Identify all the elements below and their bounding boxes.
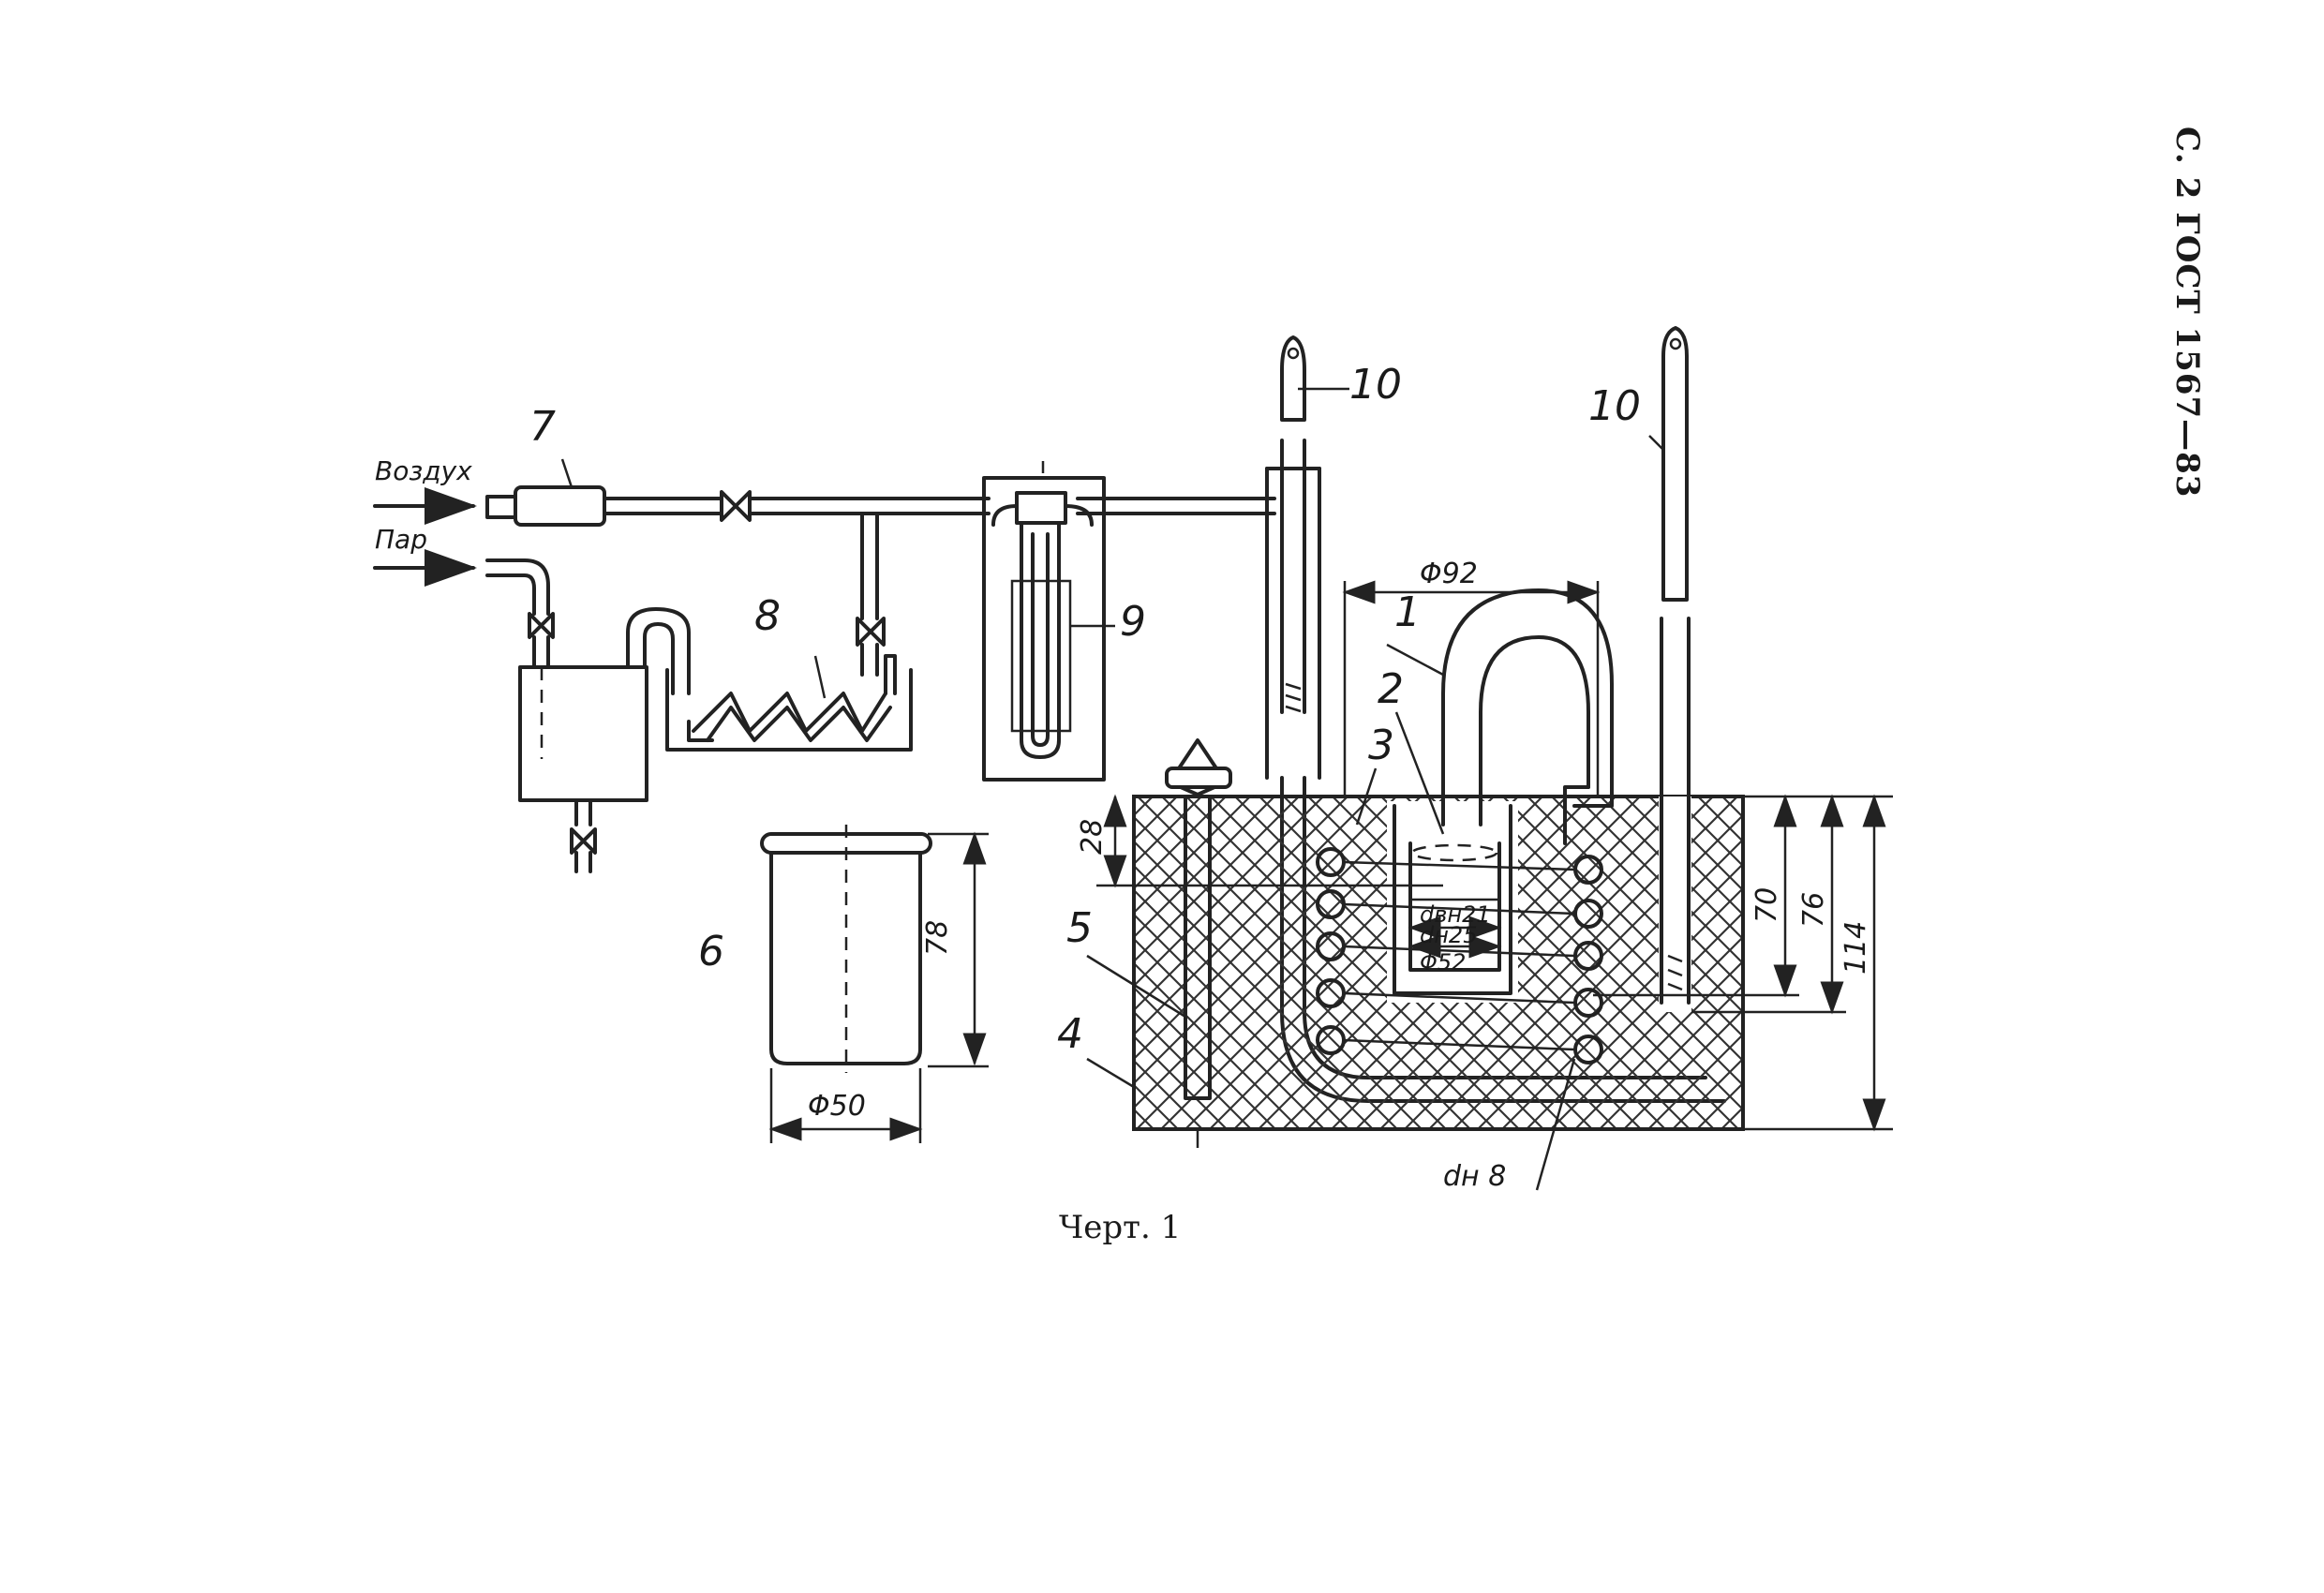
figure-caption: Черт. 1 [1059,1209,1182,1246]
thermometer-10-left [1265,335,1321,780]
label-3: 3 [1368,722,1394,769]
label-2: 2 [1378,665,1404,713]
beaker-6 [760,825,932,1073]
label-1: 1 [1394,588,1421,636]
dim-phi52: Φ52 [1420,949,1466,975]
label-9: 9 [1120,598,1146,646]
dim-dn8: dн 8 [1443,1160,1506,1193]
dim-phi92: Φ92 [1420,558,1478,590]
air-label: Воздух [375,455,472,486]
steam-pipe [485,558,555,669]
label-5: 5 [1066,904,1093,952]
dim-70: 70 [1750,887,1783,923]
label-7: 7 [529,403,556,451]
dim-114: 114 [1840,921,1872,975]
air-pipe [603,490,1276,620]
label-8: 8 [754,592,781,640]
dim-78: 78 [921,920,954,956]
steam-label: Пар [375,524,427,555]
leader-lines [813,387,1664,1089]
dim-76: 76 [1797,892,1830,928]
dim-dvn21: dвн21 [1420,901,1491,928]
label-10-right: 10 [1588,382,1641,430]
dim-phi50: Φ50 [808,1090,866,1123]
label-10-left: 10 [1349,361,1402,409]
text-labels: Воздух Пар 1 2 3 4 5 6 7 8 9 10 10 Φ92 Φ… [375,361,1872,1193]
thermometer-10-right [1660,326,1691,1005]
manometer-9 [982,461,1106,782]
label-4: 4 [1057,1010,1083,1058]
coil-bath-8 [665,617,913,752]
dimension-lines [768,580,1893,1191]
steam-vessel [518,665,648,873]
air-filter-7 [485,458,606,527]
label-6: 6 [698,928,724,975]
dim-dn25: dн25 [1420,922,1477,948]
dim-28: 28 [1076,819,1109,855]
probe-5 [1165,738,1232,1148]
hose [626,607,691,695]
